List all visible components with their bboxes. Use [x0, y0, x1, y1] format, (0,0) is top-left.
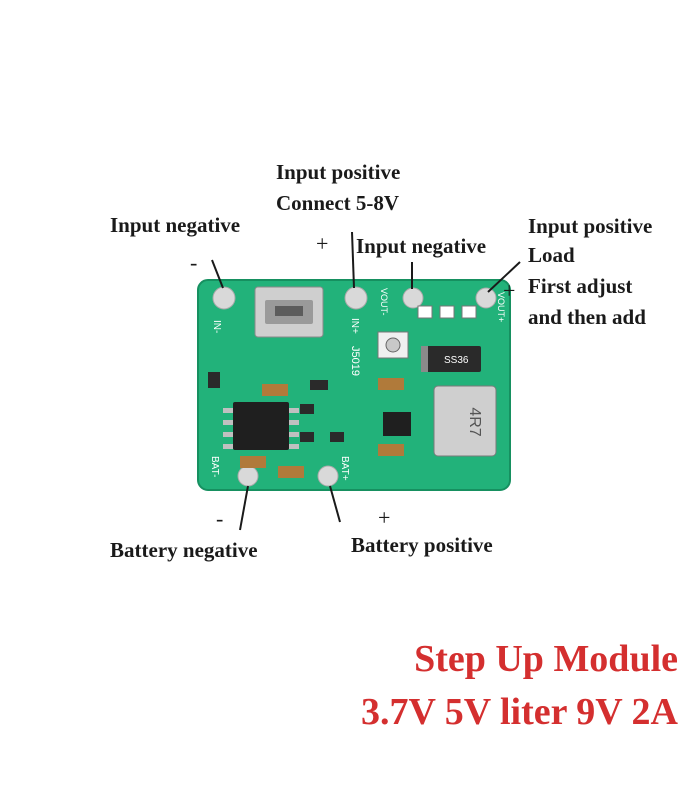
leader-line: [329, 485, 341, 523]
minus-sign-battery: -: [216, 506, 224, 531]
smd-resistor: [417, 305, 433, 319]
smd-capacitor: [278, 466, 304, 478]
plus-sign-output: +: [503, 278, 516, 303]
label-input-negative-left: Input negative: [110, 213, 241, 237]
label-battery-positive: Battery positive: [351, 533, 493, 557]
smd-resistor: [439, 305, 455, 319]
plus-sign-input: +: [316, 231, 329, 256]
smd-capacitor: [262, 384, 288, 396]
inductor: [433, 385, 497, 457]
label-input-positive-right: Input positive: [528, 214, 653, 238]
charge-ic: [233, 402, 289, 450]
pad-vout-minus: [402, 287, 424, 309]
pad-in-plus: [344, 286, 368, 310]
pad-in-minus: [212, 286, 236, 310]
minus-sign-input: -: [190, 250, 198, 275]
leader-line: [487, 261, 521, 293]
smd-resistor: [300, 404, 314, 414]
silkscreen-bat-minus: BAT-: [209, 456, 220, 477]
leader-line: [211, 259, 224, 289]
silkscreen-bat-plus: BAT+: [339, 456, 350, 481]
smd-capacitor: [378, 378, 404, 390]
smd-resistor: [461, 305, 477, 319]
title-line-1: Step Up Module: [414, 638, 678, 680]
label-battery-negative: Battery negative: [110, 538, 258, 562]
label-first-adjust: First adjust: [528, 274, 633, 298]
silkscreen-in-plus: IN+: [349, 318, 360, 334]
label-connect-range: Connect 5-8V: [276, 191, 400, 215]
silkscreen-in-minus: IN-: [211, 320, 222, 333]
label-input-negative-mid: Input negative: [356, 234, 487, 258]
title-line-2: 3.7V 5V liter 9V 2A: [360, 691, 678, 733]
schottky-diode: [421, 346, 481, 372]
label-load: Load: [528, 243, 575, 267]
pad-bat-plus: [317, 465, 339, 487]
pad-vout-plus: [475, 287, 497, 309]
smd-resistor: [300, 432, 314, 442]
silkscreen-inductor: 4R7: [466, 407, 483, 436]
leader-line: [239, 485, 249, 531]
leader-line: [351, 231, 355, 289]
smd-resistor: [330, 432, 344, 442]
smd-resistor: [310, 380, 328, 390]
silkscreen-diode: SS36: [444, 355, 469, 366]
silkscreen-board-id: J5019: [349, 346, 361, 376]
label-then-add: and then add: [528, 305, 646, 329]
silkscreen-vout-minus: VOUT-: [379, 288, 389, 316]
smd-capacitor: [240, 456, 266, 468]
silkscreen-vout-plus: VOUT+: [496, 292, 506, 322]
pad-bat-minus: [237, 465, 259, 487]
smd-led: [208, 372, 220, 388]
smd-capacitor: [378, 444, 404, 456]
boost-ic: [383, 412, 411, 436]
plus-sign-battery: +: [378, 505, 391, 530]
label-input-positive: Input positive: [276, 160, 401, 184]
